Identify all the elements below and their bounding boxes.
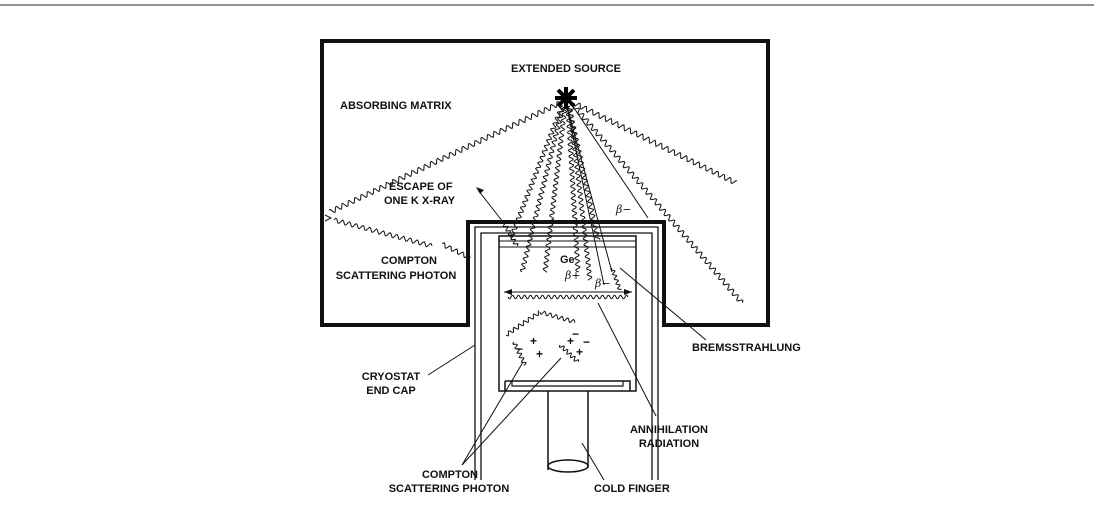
compton-bottom-leader-2 <box>461 357 562 466</box>
charge-markers: + − + + − + − <box>516 327 590 361</box>
cold-finger-leader <box>581 442 605 481</box>
detector-base-feet <box>511 381 624 387</box>
label-annihilation-line2: RADIATION <box>639 438 699 450</box>
charge-plus: + <box>530 334 537 348</box>
compton-inner-1 <box>505 310 540 337</box>
charge-minus: − <box>516 342 523 356</box>
compton-inner-3 <box>512 341 527 366</box>
label-compton-top-line2: SCATTERING PHOTON <box>336 270 457 282</box>
annihilation-photon <box>507 294 629 300</box>
photon-ray-right-upper <box>573 102 738 185</box>
label-cryostat-line1: CRYOSTAT <box>362 371 421 383</box>
label-escape-line1: ESCAPE OF <box>389 181 453 193</box>
charge-plus: + <box>567 334 574 348</box>
charge-plus: + <box>536 347 543 361</box>
photon-ray-left <box>328 100 561 213</box>
bremsstrahlung-leader <box>619 267 707 341</box>
photon-ray-into-detector-5 <box>566 105 601 240</box>
charge-minus: − <box>583 335 590 349</box>
compton-ray-b <box>333 217 433 248</box>
compton-inner-2 <box>539 310 576 324</box>
photon-ray-into-detector-4 <box>565 106 581 273</box>
label-compton-bottom-line2: SCATTERING PHOTON <box>389 483 510 495</box>
escape-arrow <box>476 187 504 223</box>
photon-ray-right-lower <box>572 105 744 304</box>
label-cryostat-line2: END CAP <box>366 385 416 397</box>
compton-top-arrow <box>324 214 333 222</box>
label-beta-plus: β+ <box>564 269 581 282</box>
label-absorbing-matrix: ABSORBING MATRIX <box>340 100 452 112</box>
label-cold-finger: COLD FINGER <box>594 483 670 495</box>
absorbing-matrix-outline <box>320 39 770 327</box>
label-beta-minus-top: β− <box>615 203 632 216</box>
label-bremsstrahlung: BREMSSTRAHLUNG <box>692 342 801 354</box>
label-ge: Ge <box>560 254 575 266</box>
detector-base <box>504 380 631 391</box>
compton-bottom-leader-1 <box>461 361 524 466</box>
label-beta-minus-inner: β− <box>594 277 611 290</box>
annihilation-leader <box>597 302 657 417</box>
label-compton-top-line1: COMPTON <box>381 255 437 267</box>
photon-paths <box>328 100 744 366</box>
compton-ray-a <box>441 242 471 259</box>
cryostat-end-cap <box>474 226 659 480</box>
label-annihilation-line1: ANNIHILATION <box>630 424 708 436</box>
charge-minus: − <box>572 327 579 341</box>
escape-photon <box>502 221 519 247</box>
compton-inner-4 <box>558 344 580 362</box>
label-extended-source: EXTENDED SOURCE <box>511 63 621 75</box>
beta-tracks <box>565 101 649 286</box>
label-escape-line2: ONE K X-RAY <box>384 195 456 207</box>
label-compton-bottom-line1: COMPTON <box>422 469 478 481</box>
photon-ray-into-detector-2 <box>519 105 565 273</box>
source-asterisk-icon <box>555 87 577 109</box>
cold-finger <box>547 391 589 470</box>
cold-finger-end <box>547 459 589 473</box>
photon-ray-into-detector-3 <box>542 106 567 273</box>
charge-plus: + <box>576 345 583 359</box>
photon-ray-into-detector-1 <box>509 105 563 239</box>
bremsstrahlung-photon <box>610 267 622 290</box>
cryostat-end-cap-inner <box>480 232 653 480</box>
detector-housing <box>498 235 637 392</box>
crystal-width-arrow <box>504 289 632 295</box>
cryostat-leader <box>427 344 476 376</box>
